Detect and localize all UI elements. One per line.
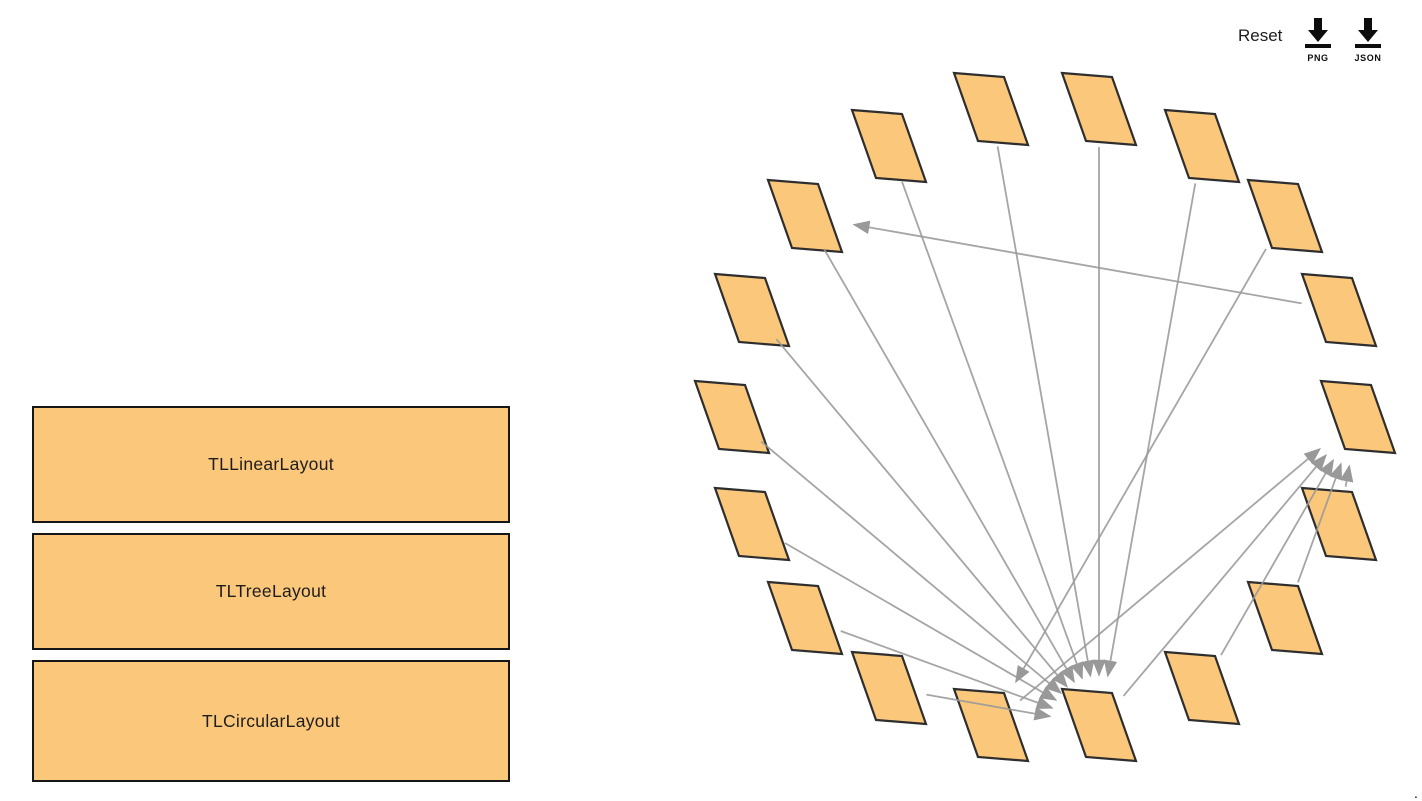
graph-node[interactable] [1246,178,1324,254]
graph-node[interactable] [1300,272,1378,348]
graph-node[interactable] [713,272,791,348]
download-png-button[interactable]: PNG [1298,16,1338,63]
graph-edges-layer [760,146,1354,721]
layout-buttons-panel: TLLinearLayout TLTreeLayout TLCircularLa… [32,406,510,782]
graph-node[interactable] [1300,486,1378,562]
download-icon [1354,16,1382,52]
graph-edge [1339,464,1354,487]
graph-node[interactable] [766,178,844,254]
download-json-label: JSON [1354,53,1382,63]
graph-node[interactable] [1060,687,1138,763]
graph-edge [1297,462,1343,583]
graph-node[interactable] [850,650,928,726]
layout-button-tree[interactable]: TLTreeLayout [32,533,510,650]
layout-button-circular[interactable]: TLCircularLayout [32,660,510,782]
graph-edge [996,146,1095,678]
graph-node[interactable] [1163,650,1241,726]
graph-node[interactable] [952,687,1030,763]
graph-edge [775,338,1068,688]
graph-edge [1122,453,1327,697]
graph-edge [760,440,1063,694]
graph-node[interactable] [766,580,844,656]
graph-node[interactable] [713,486,791,562]
graph-node[interactable] [952,71,1030,147]
graph-edge [823,248,1075,684]
graph-edge [840,630,1054,710]
graph-node[interactable] [693,379,771,455]
graph-node[interactable] [1163,108,1241,184]
graph-node[interactable] [1319,379,1397,455]
download-json-button[interactable]: JSON [1348,16,1388,63]
graph-edge [1015,248,1267,684]
download-icon [1304,16,1332,52]
graph-edge [1019,448,1322,702]
graph-edge [852,220,1302,305]
reset-button[interactable]: Reset [1238,26,1283,45]
graph-edge [1220,458,1334,656]
graph-node[interactable] [1246,580,1324,656]
graph-nodes-layer [693,71,1397,763]
stray-page-mark: . [1414,785,1418,801]
graph-edge [784,542,1058,701]
download-png-label: PNG [1307,53,1329,63]
graph-edge [1103,183,1197,678]
graph-node[interactable] [1060,71,1138,147]
layout-button-linear[interactable]: TLLinearLayout [32,406,510,523]
graph-edge [901,181,1084,680]
graph-edge [926,693,1052,721]
graph-node[interactable] [850,108,928,184]
